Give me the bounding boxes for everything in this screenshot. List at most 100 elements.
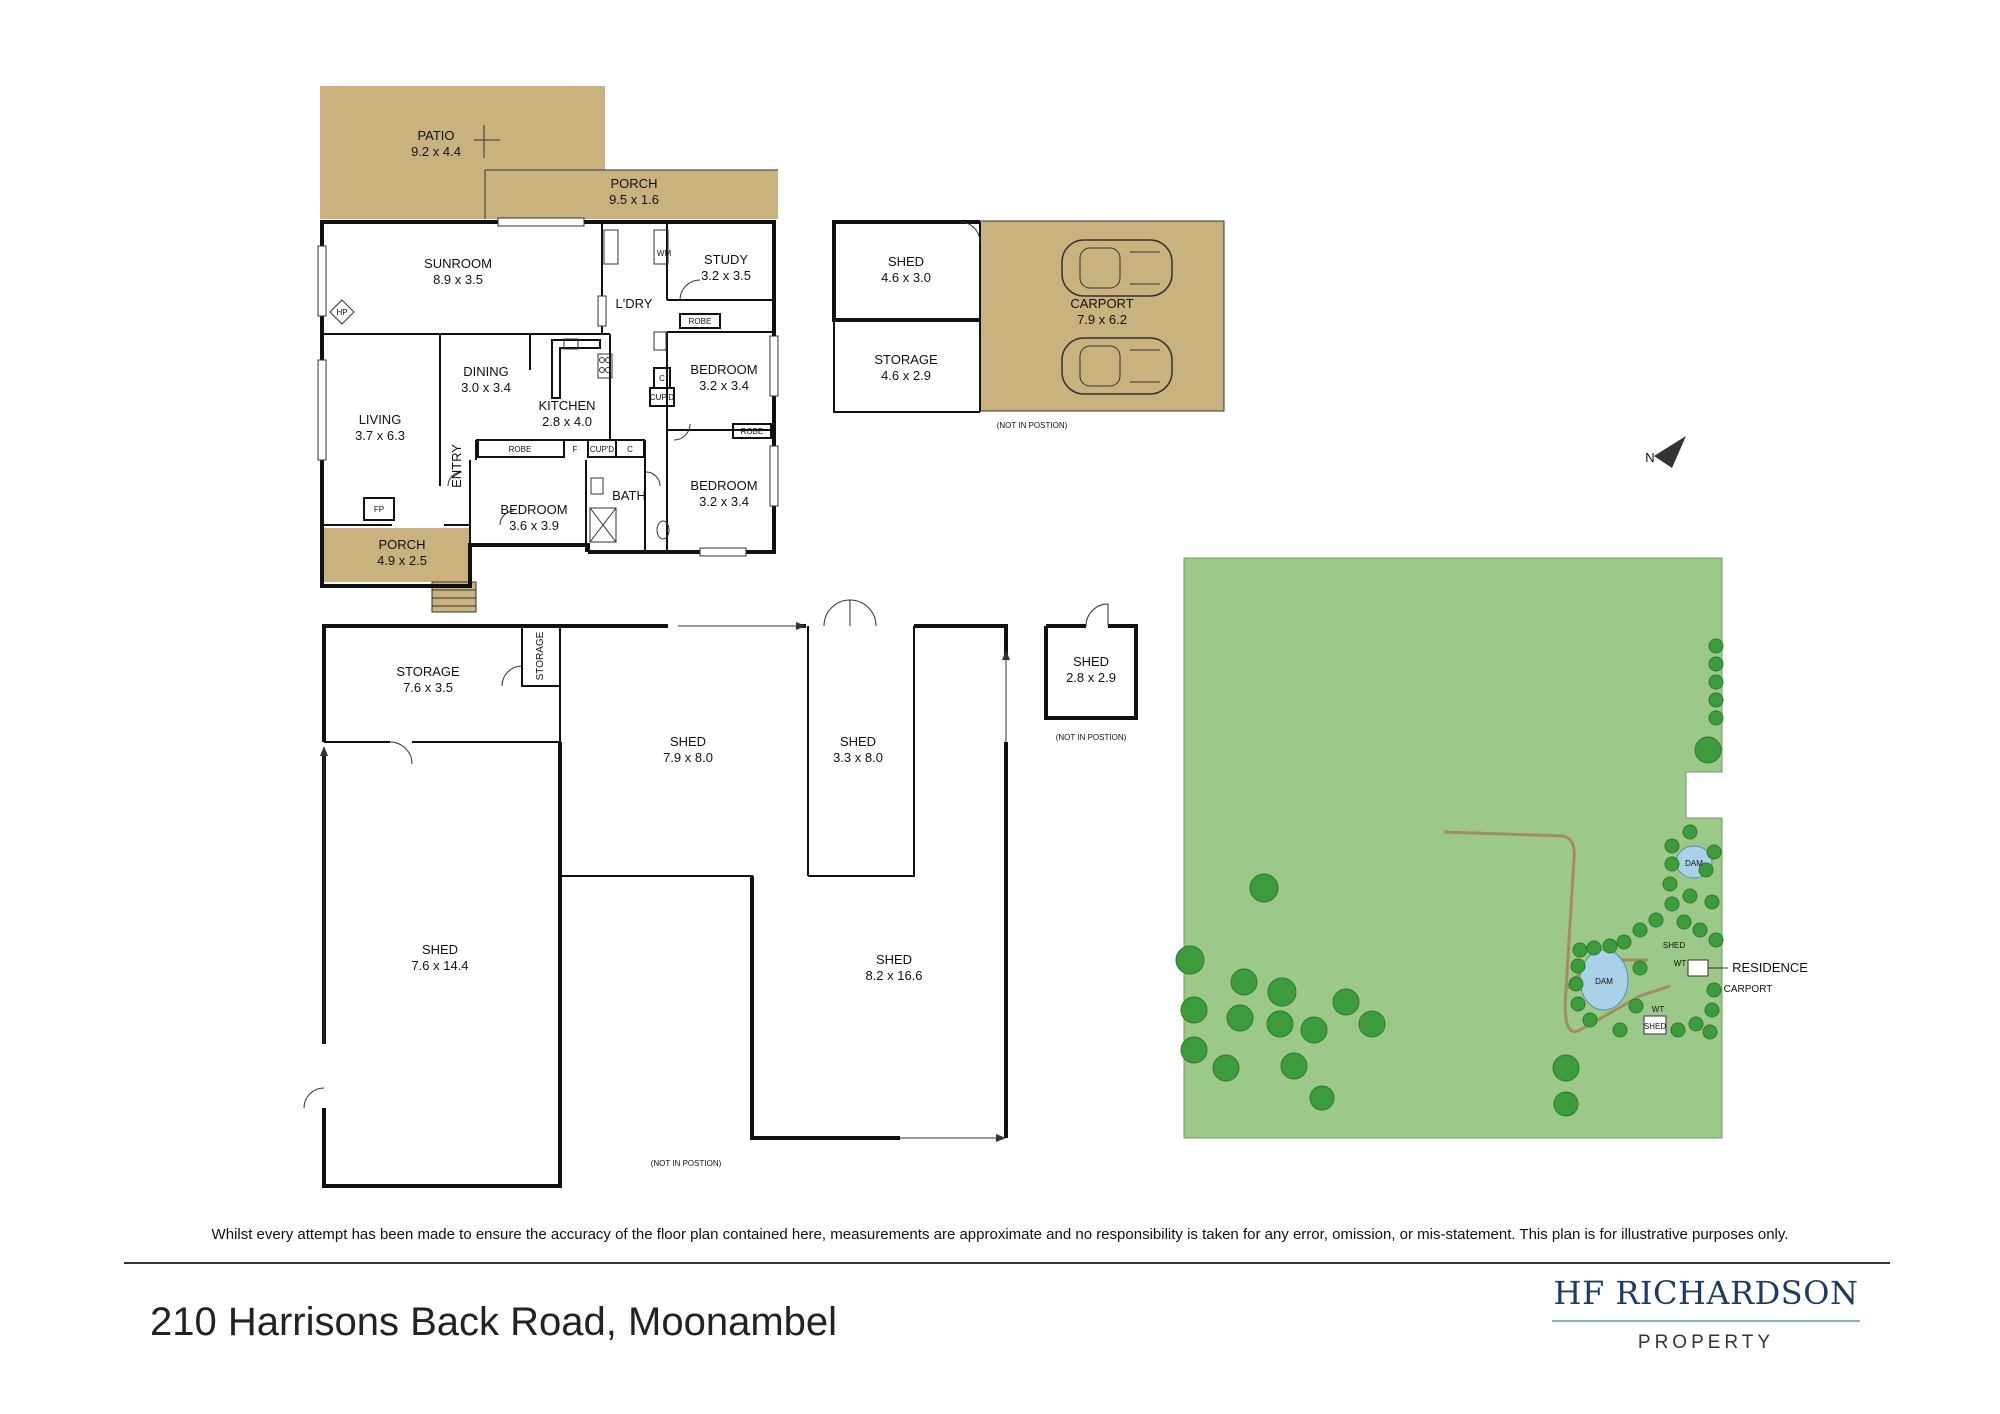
tree-icon <box>1662 876 1678 892</box>
toilet <box>656 520 670 540</box>
cp-note: (NOT IN POSTION) <box>997 421 1068 430</box>
brand-sub: PROPERTY <box>1637 1332 1775 1353</box>
robe-study <box>679 313 721 329</box>
site-shed-label: SHED <box>1663 941 1685 950</box>
vanity <box>590 477 604 495</box>
tree-icon <box>1676 914 1692 930</box>
brand-name: HF RICHARDSON <box>1553 1274 1859 1312</box>
tree-icon <box>1582 1012 1598 1028</box>
shed-c-dims: 7.6 x 14.4 <box>411 958 468 973</box>
shed-a-name: SHED <box>670 734 706 749</box>
carport-group: SHED 4.6 x 3.0 STORAGE 4.6 x 2.9 CARPORT… <box>832 220 1225 430</box>
patio-deck <box>320 86 605 219</box>
sg-storage-dims: 7.6 x 3.5 <box>403 680 453 695</box>
tree-icon <box>1212 1054 1240 1082</box>
dam-b-label: DAM <box>1685 859 1703 868</box>
bedroom-c-dims: 3.6 x 3.9 <box>509 518 559 533</box>
tree-icon <box>1632 922 1648 938</box>
small-shed-note: (NOT IN POSTION) <box>1056 733 1127 742</box>
windows <box>317 217 779 557</box>
tree-icon <box>1702 1024 1718 1040</box>
c-box <box>615 439 645 458</box>
robe-bedroom-label: ROBE <box>741 427 764 436</box>
site-shed-b-label: SHED <box>1644 1022 1666 1031</box>
cooktop <box>597 353 613 379</box>
brand-divider <box>1552 1320 1860 1322</box>
carport-name: CARPORT <box>1070 296 1133 311</box>
bedroom-a-dims: 3.2 x 3.4 <box>699 378 749 393</box>
kitchen-name: KITCHEN <box>538 398 595 413</box>
tree-icon <box>1708 638 1724 654</box>
porch-back-deck <box>605 170 778 219</box>
tree-icon <box>1682 888 1698 904</box>
living-dims: 3.7 x 6.3 <box>355 428 405 443</box>
hp-label: HP <box>336 308 347 317</box>
porch-front-name: PORCH <box>379 537 426 552</box>
bath-name: BATH <box>612 488 646 503</box>
tree-icon <box>1698 862 1714 878</box>
small-shed: SHED 2.8 x 2.9 (NOT IN POSTION) <box>1044 603 1138 742</box>
tree-icon <box>1226 1004 1254 1032</box>
c-label: C <box>627 445 633 454</box>
tree-icon <box>1664 838 1680 854</box>
shower <box>589 507 617 543</box>
site-boundary <box>1183 557 1723 1139</box>
tree-icon <box>1708 710 1724 726</box>
tree-icon <box>1692 922 1708 938</box>
study-dims: 3.2 x 3.5 <box>701 268 751 283</box>
tree-icon <box>1704 894 1720 910</box>
tree-icon <box>1570 996 1586 1012</box>
tree-icon <box>1586 940 1602 956</box>
c-laundry-label: C <box>659 374 665 383</box>
sg-note: (NOT IN POSTION) <box>651 1159 722 1168</box>
kitchen-sink <box>563 338 579 350</box>
shed-b-dims: 3.3 x 8.0 <box>833 750 883 765</box>
tree-icon <box>1180 1036 1208 1064</box>
tree-icon <box>1632 960 1648 976</box>
shed-b-name: SHED <box>840 734 876 749</box>
patio-name: PATIO <box>417 128 454 143</box>
cupboard-label: CUP'D <box>590 445 614 454</box>
residence-label: RESIDENCE <box>1732 960 1808 975</box>
dining-dims: 3.0 x 3.4 <box>461 380 511 395</box>
patio-dims: 9.2 x 4.4 <box>411 144 461 159</box>
small-shed-dims: 2.8 x 2.9 <box>1066 670 1116 685</box>
disclaimer: Whilst every attempt has been made to en… <box>211 1226 1789 1243</box>
tree-icon <box>1300 1016 1328 1044</box>
cupboard-laundry-label: CUP'D <box>650 393 674 402</box>
small-shed-name: SHED <box>1073 654 1109 669</box>
tree-icon <box>1708 692 1724 708</box>
tree-icon <box>1309 1085 1335 1111</box>
cp-storage-name: STORAGE <box>874 352 938 367</box>
tree-icon <box>1552 1054 1580 1082</box>
shed-a-dims: 7.9 x 8.0 <box>663 750 713 765</box>
tree-icon <box>1612 1022 1628 1038</box>
tree-icon <box>1180 996 1208 1024</box>
car-icon <box>1061 239 1173 297</box>
floor-plan: PATIO 9.2 x 4.4 PORCH 9.5 x 1.6 SUNROOM … <box>303 86 1808 1188</box>
study-name: STUDY <box>704 252 748 267</box>
tree-icon <box>1332 988 1360 1016</box>
kitchen-dims: 2.8 x 4.0 <box>542 414 592 429</box>
dining-name: DINING <box>463 364 509 379</box>
cp-storage-dims: 4.6 x 2.9 <box>881 368 931 383</box>
laundry-name: L'DRY <box>616 296 653 311</box>
dam-a-label: DAM <box>1595 977 1613 986</box>
wt-b-label: WT <box>1652 1005 1665 1014</box>
sg-storage-name: STORAGE <box>396 664 460 679</box>
shed-d-name: SHED <box>876 952 912 967</box>
fridge-label: F <box>573 445 578 454</box>
porch-front-deck <box>321 528 471 582</box>
shed-group: STORAGE 7.6 x 3.5 STORAGE SHED 7.9 x 8.0… <box>303 599 1010 1188</box>
tree-icon <box>1706 844 1722 860</box>
brand-logo: HF RICHARDSON PROPERTY <box>1548 1274 1864 1354</box>
bedroom-b-name: BEDROOM <box>690 478 757 493</box>
tree-icon <box>1358 1010 1386 1038</box>
cp-shed-dims: 4.6 x 3.0 <box>881 270 931 285</box>
site-plan: DAM DAM SHED WT WT SHED RESIDENCE CARPOR… <box>1175 557 1808 1139</box>
tree-icon <box>1230 968 1258 996</box>
tree-icon <box>1706 982 1722 998</box>
cupboard-laundry <box>649 387 675 407</box>
house-plan: PATIO 9.2 x 4.4 PORCH 9.5 x 1.6 SUNROOM … <box>317 86 779 613</box>
tree-icon <box>1708 656 1724 672</box>
